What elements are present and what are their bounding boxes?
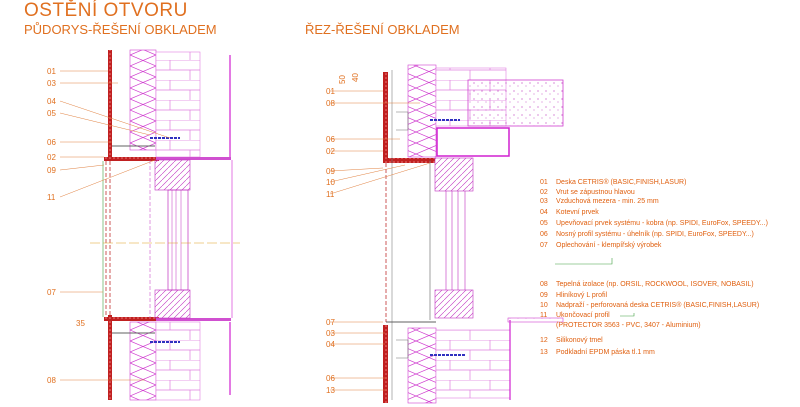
callout-04: 04 (47, 97, 56, 106)
dimension-40: 40 (351, 73, 360, 82)
callout-08: 08 (47, 376, 56, 385)
callout-07: 07 (326, 318, 335, 327)
callout-03: 03 (47, 79, 56, 88)
drawing-title: OSTĚNÍ OTVORU (24, 0, 188, 21)
callout-10: 10 (326, 178, 335, 187)
plan-view-drawing (90, 49, 240, 401)
callout-06b: 06 (326, 374, 335, 383)
callout-13: 13 (326, 386, 335, 395)
plan-view-title: PŮDORYS-ŘEŠENÍ OBKLADEM (24, 22, 217, 37)
dimension-35: 35 (76, 319, 85, 328)
callout-06: 06 (47, 138, 56, 147)
section-view-drawing (383, 64, 564, 404)
section-callouts: 50 40 01 08 06 02 09 10 11 07 03 04 06 1… (326, 73, 360, 395)
callout-11: 11 (326, 190, 335, 199)
legend-item: (PROTECTOR 3563 - PVC, 3407 - Aluminium) (556, 322, 701, 329)
callout-09: 09 (47, 166, 56, 175)
callout-11: 11 (47, 193, 56, 202)
callout-01: 01 (47, 67, 56, 76)
callout-02: 02 (47, 153, 56, 162)
dimension-50: 50 (338, 75, 347, 84)
callout-07: 07 (47, 288, 56, 297)
plan-callouts: 01 03 04 05 06 02 09 11 07 35 08 (47, 67, 85, 385)
callout-04: 04 (326, 340, 335, 349)
section-view-title: ŘEZ-ŘEŠENÍ OBKLADEM (305, 22, 460, 37)
callout-01: 01 (326, 87, 335, 96)
callout-03: 03 (326, 329, 335, 338)
callout-02: 02 (326, 147, 335, 156)
callout-05: 05 (47, 109, 56, 118)
callout-06: 06 (326, 135, 335, 144)
callout-09: 09 (326, 167, 335, 176)
callout-08: 08 (326, 99, 335, 108)
